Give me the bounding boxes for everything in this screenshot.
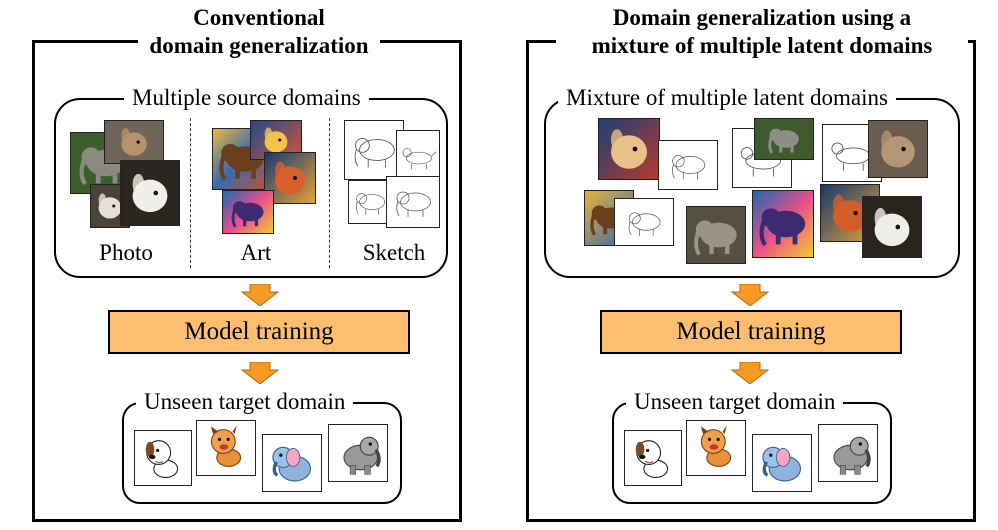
- cartoon-elephant-icon: [328, 424, 388, 482]
- cartoon-elephant-icon: [818, 424, 878, 482]
- elephant-sketch-icon: [386, 176, 440, 228]
- domain-label-sketch: Sketch: [362, 240, 426, 265]
- divider-art-sketch: [329, 118, 330, 268]
- right-title-line2: mixture of multiple latent domains: [591, 33, 933, 58]
- down-arrow-icon: [240, 362, 280, 384]
- left-title-line1: Conventional: [193, 5, 325, 30]
- cartoon-dog-icon: [686, 420, 746, 476]
- domain-label-art: Art: [240, 240, 272, 265]
- elephant-photo-icon: [686, 206, 746, 264]
- target-domain-label: Unseen target domain: [136, 389, 354, 415]
- cartoon-dog-icon: [624, 430, 682, 486]
- cartoon-dog-icon: [134, 430, 192, 486]
- elephant-photo-icon: [754, 118, 814, 160]
- down-arrow-icon: [730, 284, 770, 306]
- cartoon-elephant-icon: [752, 434, 812, 492]
- down-arrow-icon: [730, 362, 770, 384]
- down-arrow-icon: [240, 284, 280, 306]
- left-panel-title: Conventional domain generalization: [138, 4, 380, 60]
- cartoon-elephant-icon: [262, 434, 322, 492]
- elephant-art-icon: [222, 190, 274, 234]
- left-title-line2: domain generalization: [149, 33, 369, 58]
- dog-sketch-icon: [396, 130, 440, 182]
- right-title-line1: Domain generalization using a: [612, 5, 912, 30]
- elephant-sketch-icon: [348, 180, 392, 224]
- dog-art-icon: [598, 118, 660, 180]
- right-panel-title: Domain generalization using a mixture of…: [556, 4, 968, 60]
- model-training-box: Model training: [108, 310, 410, 354]
- source-domains-label: Multiple source domains: [124, 85, 369, 111]
- cartoon-dog-icon: [196, 420, 256, 476]
- dog-photo-icon: [120, 160, 180, 226]
- divider-photo-art: [190, 118, 191, 268]
- dog-photo-icon: [868, 120, 928, 178]
- model-training-box: Model training: [600, 310, 902, 354]
- elephant-sketch-icon: [614, 198, 674, 246]
- elephant-sketch-icon: [658, 140, 718, 190]
- dog-photo-icon: [862, 196, 922, 258]
- target-domain-label: Unseen target domain: [626, 389, 844, 415]
- dog-photo-icon: [104, 120, 164, 164]
- elephant-art-icon: [752, 190, 814, 258]
- domain-label-photo: Photo: [99, 240, 153, 265]
- elephant-sketch-icon: [344, 120, 404, 180]
- mixture-domains-label: Mixture of multiple latent domains: [558, 85, 896, 111]
